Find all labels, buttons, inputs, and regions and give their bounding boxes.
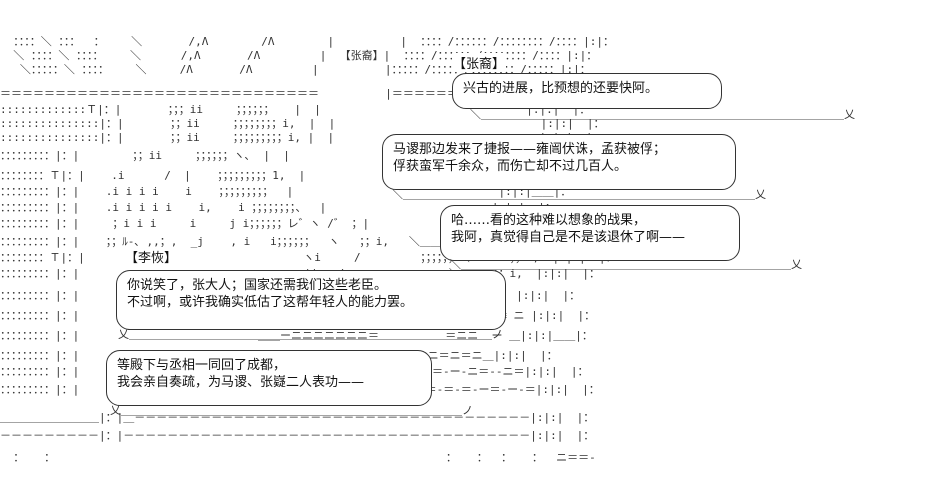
art-row: :::::::::::::::|：| ；；ii ；；；；；；；；i, | | |… xyxy=(0,117,605,130)
speech-line: 我阿，真觉得自己是不是该退休了啊—— xyxy=(451,230,686,245)
bubble-tail: ＼＿＿＿＿＿＿＿＿＿＿＿＿＿＿＿＿＿＿＿＿＿＿＿＿＿＿＿＿＿＿乂 xyxy=(450,258,802,271)
speaker-label-liyan: 【李恢】 xyxy=(124,247,179,266)
speech-bubble: 马谡那边发来了捷报——雍闿伏诛，孟获被俘； 俘获蛮军千余众，而伤亡却不过几百人。 xyxy=(382,134,736,190)
art-row: ： ： ： ： ： ： ニ＝＝- xyxy=(0,451,596,464)
art-row: －－－－－－－－－|：|－－－－－－－－－－－－－－－－－－－－－－－－－－－－… xyxy=(0,429,595,442)
bubble-tail: 乂＿＿＿＿＿＿＿＿＿＿＿＿＿＿＿＿＿＿＿＿＿＿＿＿＿＿＿＿＿＿＿ノ xyxy=(110,404,473,417)
art-row: ＼ ：：：：＼ ：：：： ＼ /,Λ /Λ | 【张裔】| ：：：：/：：：：：… xyxy=(0,49,598,62)
speech-line: 等殿下与丞相一同回了成都， xyxy=(117,358,287,373)
speech-bubble: 等殿下与丞相一同回了成都， 我会亲自奏疏，为马谡、张嶷二人表功—— xyxy=(106,350,432,406)
art-row: ：：：：＼ ：：： ： ＼ /,Λ /Λ | | ：：：：/：：：：：：/：：：… xyxy=(0,35,614,48)
art-row: ：：：：：：：：：|：| ＿＿ーニニニニニニニ＝ ＝ニニ ー ＿|:|:|＿＿|… xyxy=(0,329,593,342)
art-row: ：：：：：：：：：|：| .i i i i i ；；；；；；；；； | |:|:… xyxy=(0,185,572,198)
speech-bubble: 兴古的进展，比预想的还要快阿。 xyxy=(452,73,722,109)
speech-bubble: 你说笑了，张大人；国家还需我们这些老臣。 不过啊，或许我确实低估了这帮年轻人的能… xyxy=(116,270,506,330)
speech-line: 你说笑了，张大人；国家还需我们这些老臣。 xyxy=(127,278,388,293)
speech-line: 不过啊，或许我确实低估了这帮年轻人的能力罢。 xyxy=(127,295,414,310)
speech-line: 哈……看的这种难以想象的战果， xyxy=(451,213,647,228)
speech-line: 马谡那边发来了捷报——雍闿伏诛，孟获被俘； xyxy=(393,142,667,157)
speaker-label-zhangyi: 【张裔】 xyxy=(452,53,507,72)
speech-line: 兴古的进展，比预想的还要快阿。 xyxy=(463,81,659,96)
speech-line: 我会亲自奏疏，为马谡、张嶷二人表功—— xyxy=(117,375,365,390)
art-row: :::::::::::::Ｔ|：| ；；；ii ；；；；；； | | |:|:|… xyxy=(0,103,591,116)
bubble-tail: 乂＿＿＿＿＿＿＿＿＿＿＿＿＿＿＿＿＿＿＿＿＿＿＿＿＿＿＿＿＿＿＿＿＿ノ xyxy=(118,328,503,341)
speech-line: 俘获蛮军千余众，而伤亡却不过几百人。 xyxy=(393,159,628,174)
speech-bubble: 哈……看的这种难以想象的战果， 我阿，真觉得自己是不是该退休了啊—— xyxy=(440,205,740,261)
bubble-tail: ＼＿＿＿＿＿＿＿＿＿＿＿＿＿＿＿＿＿＿＿＿＿＿＿＿＿＿＿＿＿＿＿＿＿乂 xyxy=(470,108,855,121)
art-row: ＿＿＿＿＿＿＿＿＿|：|＿－－－－－－－－－－－－－－－－－－－－－－－－－－－… xyxy=(0,411,595,424)
bubble-tail: ＼＿＿＿＿＿＿＿＿＿＿＿＿＿＿＿＿＿＿＿＿＿＿＿＿＿＿＿＿＿＿＿＿乂 xyxy=(392,188,766,201)
